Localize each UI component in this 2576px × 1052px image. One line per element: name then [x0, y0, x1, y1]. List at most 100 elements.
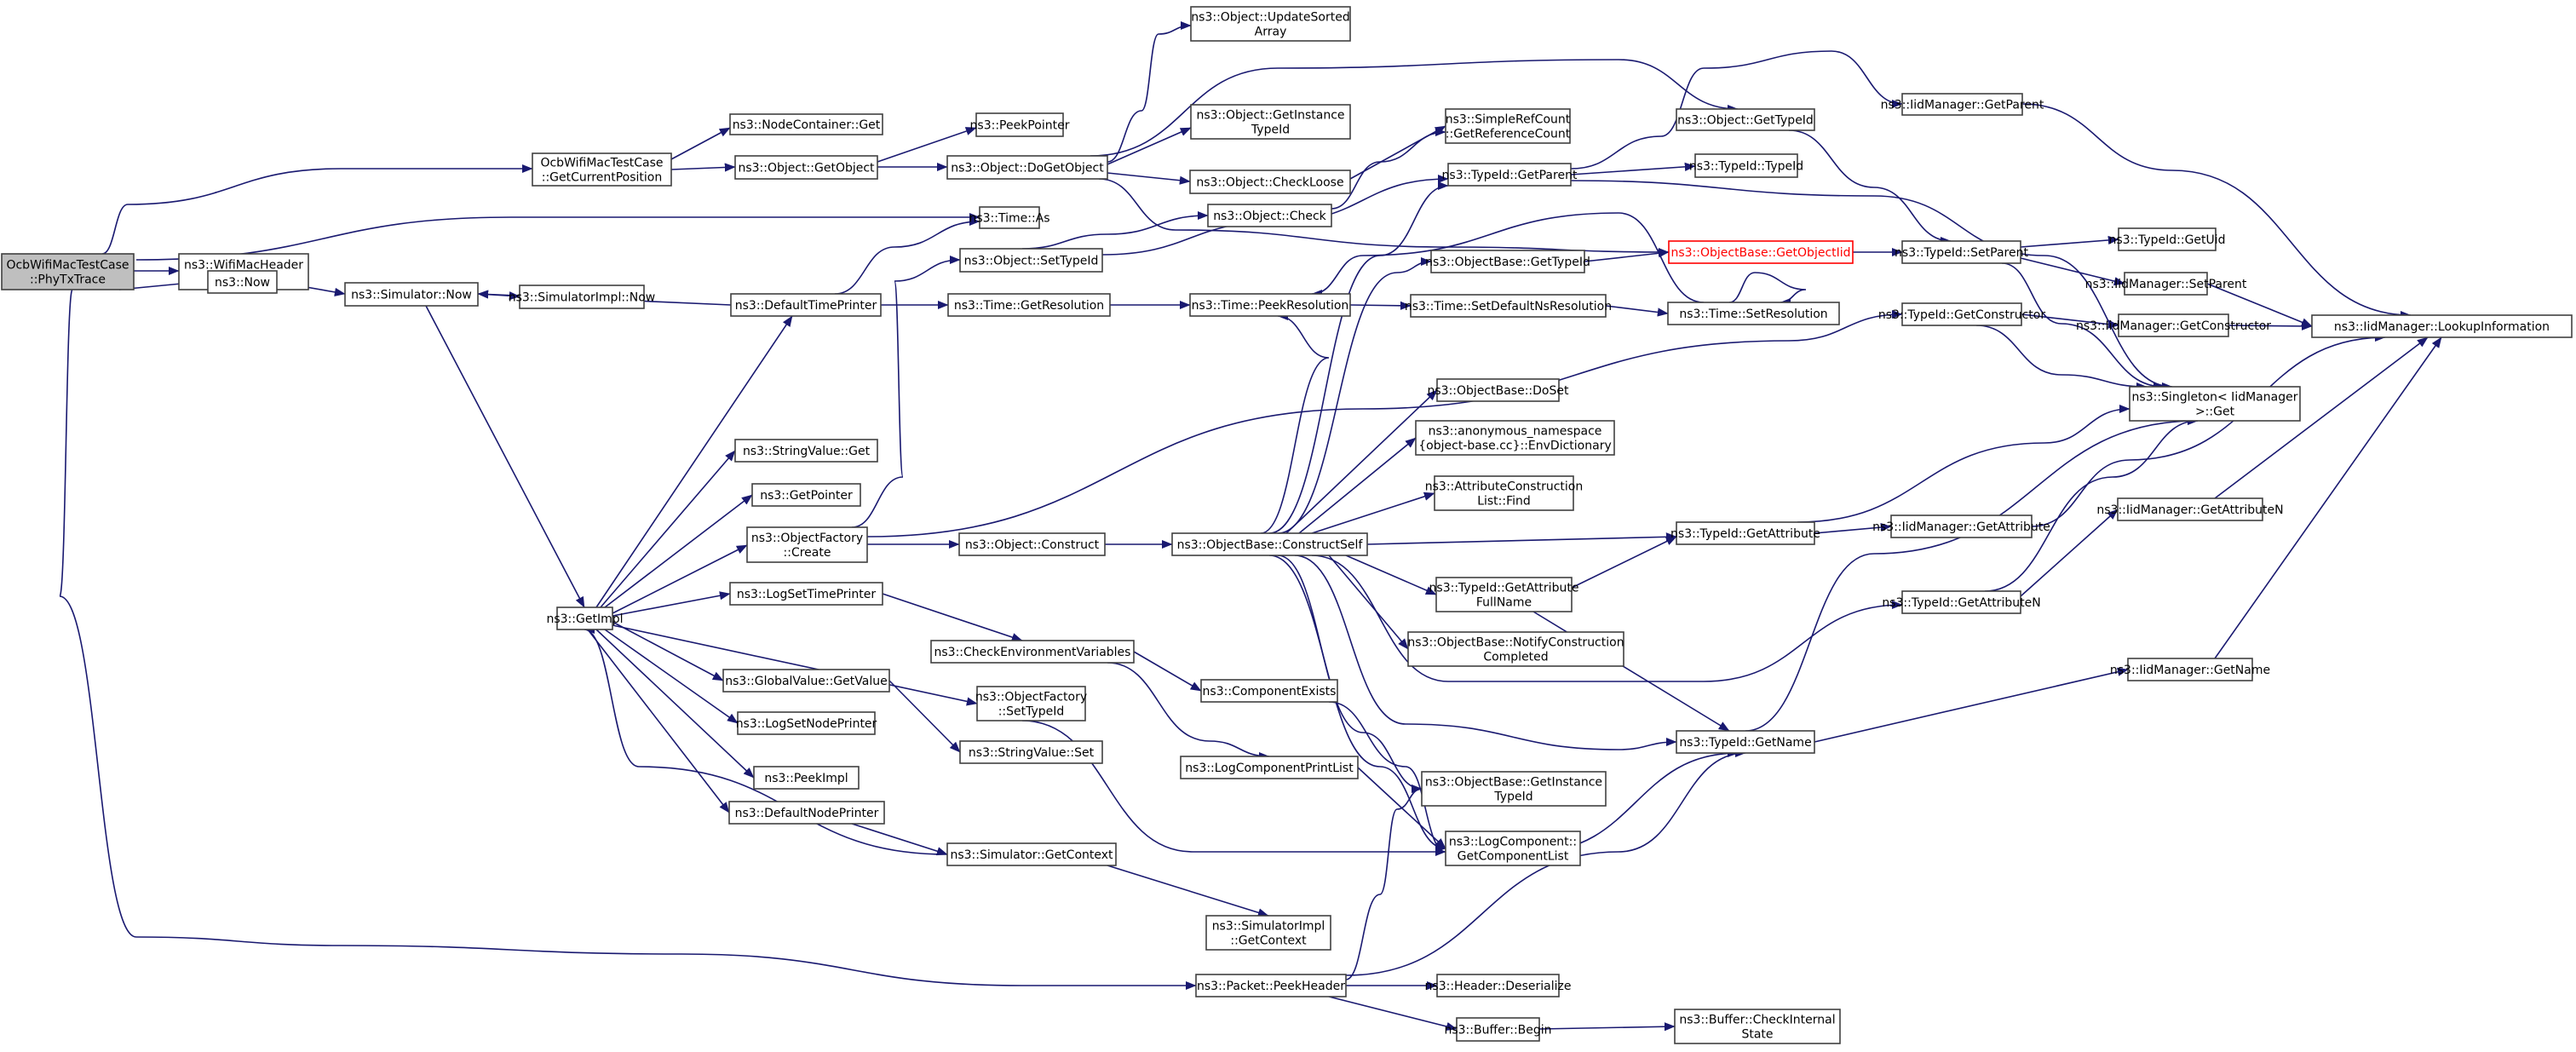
node-simimplgetcontext[interactable]: ns3::SimulatorImpl::GetContext [1205, 915, 1331, 951]
node-logsettimeprinter[interactable]: ns3::LogSetTimePrinter [729, 582, 883, 606]
edge-simgetcontext-to-getimpl [584, 624, 948, 855]
node-tidsetparent[interactable]: ns3::TypeId::SetParent [1895, 240, 2028, 264]
node-tidgetuid[interactable]: ns3::TypeId::GetUid [2108, 227, 2226, 251]
node-objfactcreate[interactable]: ns3::ObjectFactory::Create [746, 526, 868, 563]
node-tidgetname[interactable]: ns3::TypeId::GetName [1676, 730, 1815, 754]
node-now[interactable]: ns3::Now [207, 270, 278, 294]
edge-objbaseconstructself-to-tidgetattr [1366, 532, 1677, 545]
node-box [1200, 679, 1338, 703]
node-logcompgetlist[interactable]: ns3::LogComponent::GetComponentList [1445, 831, 1581, 866]
node-compexists[interactable]: ns3::ComponentExists [1200, 679, 1338, 703]
node-iidgetattrn[interactable]: ns3::IidManager::GetAttributeN [2096, 497, 2284, 521]
edge-root-to-timeas [135, 212, 980, 261]
node-dogetobj[interactable]: ns3::Object::DoGetObject [946, 155, 1108, 180]
node-deftimeprinter[interactable]: ns3::DefaultTimePrinter [730, 293, 882, 317]
node-label: ns3::IidManager::GetAttributeN [2096, 503, 2283, 517]
node-simimplnow[interactable]: ns3::SimulatorImpl::Now [509, 285, 656, 309]
node-box [753, 766, 860, 790]
node-label: ns3::ObjectBase::GetObjectIid [1670, 246, 1850, 260]
node-iidgetattr[interactable]: ns3::IidManager::GetAttribute [1872, 515, 2050, 538]
node-objcheck[interactable]: ns3::Object::Check [1207, 204, 1332, 227]
node-simplerefcount[interactable]: ns3::SimpleRefCount::GetReferenceCount [1445, 108, 1571, 144]
node-logcompprintlist[interactable]: ns3::LogComponentPrintList [1180, 756, 1359, 779]
node-objbasegetobjiid[interactable]: ns3::ObjectBase::GetObjectIid [1668, 240, 1854, 264]
edge-objbaseconstructself-to-timepeekres [1260, 311, 1330, 534]
node-timesetdefns[interactable]: ns3::Time::SetDefaultNsResolution [1405, 294, 1612, 318]
node-checkloose[interactable]: ns3::Object::CheckLoose [1189, 170, 1351, 194]
node-box [1456, 1017, 1540, 1042]
edge-tidgetparent-to-singletonget [1570, 180, 2173, 392]
node-tidgetattrn[interactable]: ns3::TypeId::GetAttributeN [1882, 590, 2041, 614]
node-timeas[interactable]: ns3::Time::As [969, 206, 1050, 229]
node-root[interactable]: OcbWifiMacTestCase::PhyTxTrace [1, 253, 135, 290]
node-checkenvvars[interactable]: ns3::CheckEnvironmentVariables [930, 640, 1135, 664]
node-globalvalueget[interactable]: ns3::GlobalValue::GetValue [722, 669, 890, 693]
node-simnow[interactable]: ns3::Simulator::Now [344, 282, 479, 307]
node-envdict[interactable]: ns3::anonymous_namespace{object-base.cc}… [1415, 420, 1615, 456]
node-objfactsettid[interactable]: ns3::ObjectFactory::SetTypeId [975, 686, 1087, 721]
node-objbasenotify[interactable]: ns3::ObjectBase::NotifyConstructionCompl… [1407, 631, 1624, 667]
node-peekpointer[interactable]: ns3::PeekPointer [970, 112, 1070, 137]
node-box [2118, 227, 2217, 251]
node-tidgetconstructor[interactable]: ns3::TypeId::GetConstructor [1878, 302, 2045, 326]
node-tidgetparent[interactable]: ns3::TypeId::GetParent [1442, 163, 1578, 187]
node-objgetobj[interactable]: ns3::Object::GetObject [734, 155, 878, 180]
edge-simgetcontext-to-simimplgetcontext [1107, 865, 1269, 917]
node-tidgetattr[interactable]: ns3::TypeId::GetAttribute [1670, 521, 1820, 545]
edge-iidsetparent-to-iidlookupinfo [2206, 283, 2313, 327]
node-iidsetparent[interactable]: ns3::IidManager::SetParent [2085, 272, 2247, 296]
node-bufferbegin[interactable]: ns3::Buffer::Begin [1444, 1017, 1552, 1042]
node-iidlookupinfo[interactable]: ns3::IidManager::LookupInformation [2311, 314, 2573, 338]
node-box [1190, 6, 1351, 42]
node-peekheader[interactable]: ns3::Packet::PeekHeader [1195, 974, 1347, 997]
node-iidgetname[interactable]: ns3::IidManager::GetName [2110, 658, 2270, 681]
node-peekimpl[interactable]: ns3::PeekImpl [753, 766, 860, 790]
node-timepeekres[interactable]: ns3::Time::PeekResolution [1189, 293, 1351, 317]
node-label: ns3::AttributeConstruction [1425, 480, 1583, 494]
edge-objbasegettid-to-objbasegetobjiid [1584, 249, 1670, 262]
node-box [2117, 497, 2263, 521]
node-simgetcontext[interactable]: ns3::Simulator::GetContext [946, 842, 1117, 866]
edge-tidgetattrfull-to-tidgetattr [1571, 536, 1677, 589]
node-label: ns3::Time::SetResolution [1679, 308, 1827, 321]
node-objsettid[interactable]: ns3::Object::SetTypeId [959, 248, 1103, 273]
node-objbasegettid[interactable]: ns3::ObjectBase::GetTypeId [1425, 250, 1590, 273]
node-getimpl[interactable]: ns3::GetImpl [546, 606, 624, 630]
node-box [1674, 1009, 1841, 1044]
node-nodecontget[interactable]: ns3::NodeContainer::Get [729, 113, 883, 135]
node-box [344, 282, 479, 307]
node-tidtid[interactable]: ns3::TypeId::TypeId [1689, 153, 1803, 178]
node-objconstruct[interactable]: ns3::Object::Construct [958, 532, 1106, 556]
node-objgettid[interactable]: ns3::Object::GetTypeId [1676, 108, 1815, 131]
edge-getimpl-to-stringvalueget [600, 450, 736, 608]
node-label: ns3::DefaultNodePrinter [735, 807, 879, 820]
node-timesetres[interactable]: ns3::Time::SetResolution [1667, 302, 1840, 325]
node-box [1171, 532, 1368, 556]
node-stringvalueget[interactable]: ns3::StringValue::Get [734, 439, 878, 463]
node-singletonget[interactable]: ns3::Singleton< IidManager>::Get [2129, 386, 2301, 422]
edge-getimpl-to-logsetnodeprinter [604, 629, 739, 724]
node-getpointer[interactable]: ns3::GetPointer [751, 483, 861, 507]
node-objbaseconstructself[interactable]: ns3::ObjectBase::ConstructSelf [1171, 532, 1368, 556]
node-defnodeprinter[interactable]: ns3::DefaultNodePrinter [728, 801, 885, 825]
node-label: ns3::CheckEnvironmentVariables [934, 646, 1131, 659]
node-iidgetparent[interactable]: ns3::IidManager::GetParent [1881, 93, 2044, 116]
node-stringvalueset[interactable]: ns3::StringValue::Set [959, 740, 1103, 764]
node-getcurpos[interactable]: OcbWifiMacTestCase::GetCurrentPosition [532, 152, 672, 187]
node-label: ::GetCurrentPosition [542, 171, 662, 185]
node-label: ns3::Object::GetObject [738, 162, 875, 175]
node-timegetres[interactable]: ns3::Time::GetResolution [947, 293, 1111, 317]
node-box [959, 740, 1103, 764]
node-logsetnodeprinter[interactable]: ns3::LogSetNodePrinter [736, 711, 877, 735]
node-iidgetconstructor[interactable]: ns3::IidManager::GetConstructor [2076, 313, 2271, 337]
node-headerdeser[interactable]: ns3::Header::Deserialize [1425, 974, 1572, 997]
node-label: TypeId [1493, 790, 1532, 804]
node-label: ns3::ObjectBase::ConstructSelf [1177, 538, 1364, 552]
node-objbasedoset[interactable]: ns3::ObjectBase::DoSet [1428, 378, 1569, 402]
